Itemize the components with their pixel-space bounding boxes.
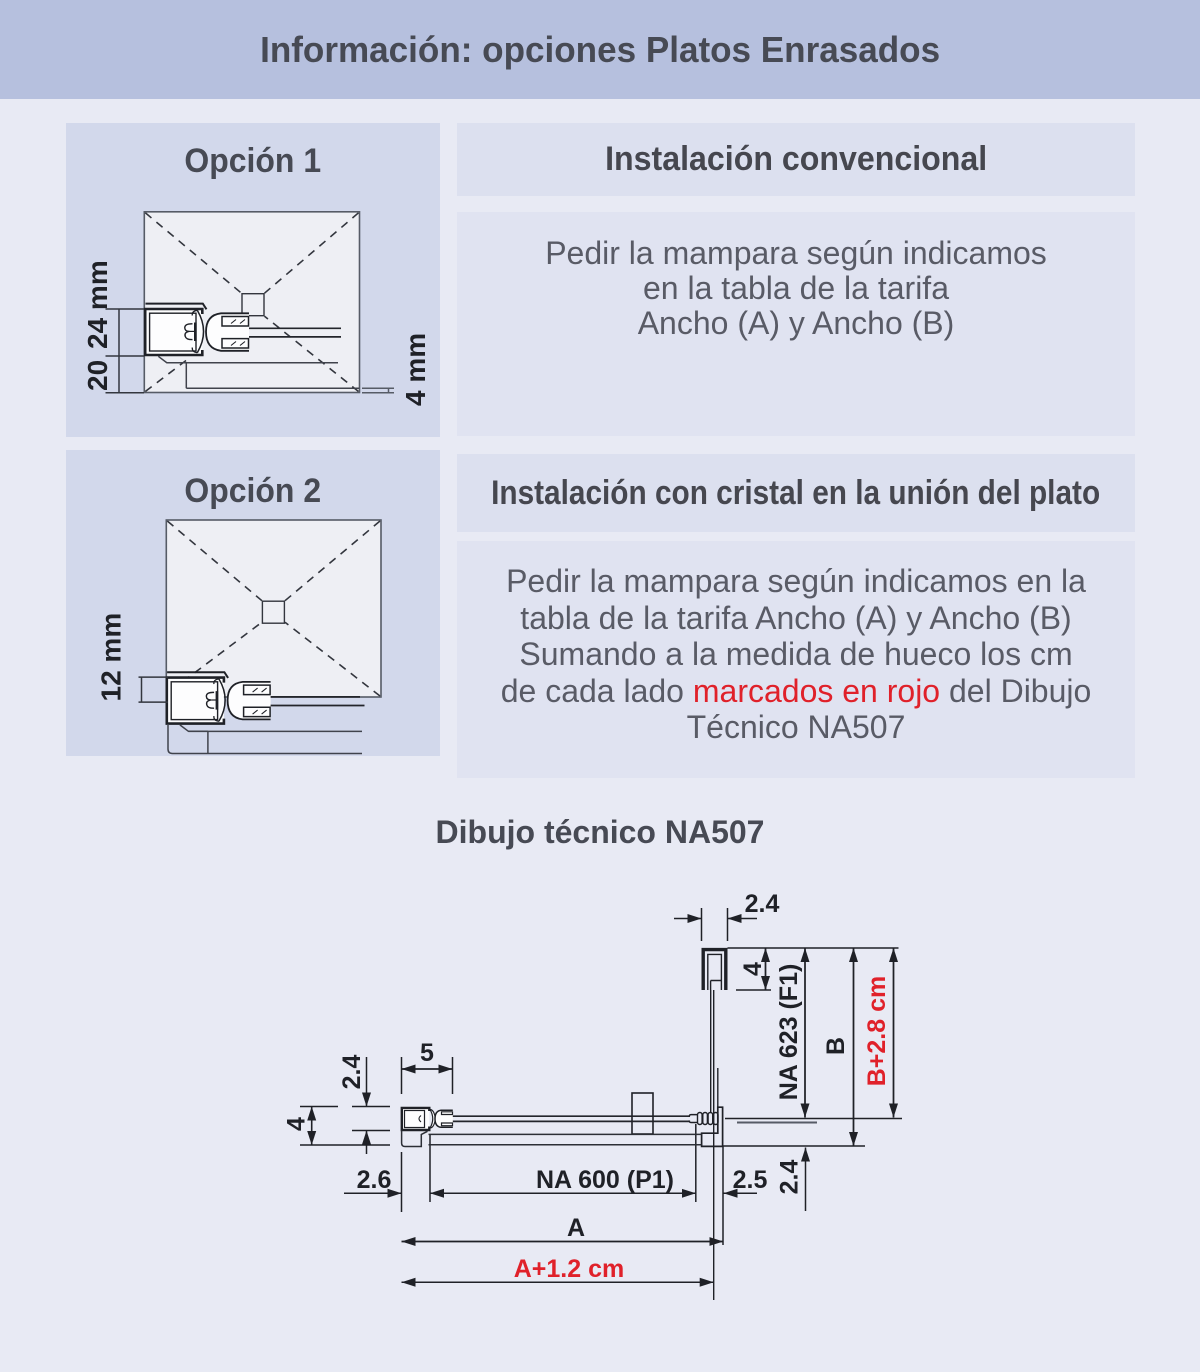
dim-b-plus-2-8: B+2.8 cm: [863, 976, 891, 1087]
section1-header: Instalación convencional: [604, 140, 988, 178]
section2-line4-pre: de cada lado: [500, 672, 693, 709]
option2-drawing: 12 mm: [96, 519, 382, 755]
section2-line1: Pedir la mampara según indicamos en la: [506, 563, 1086, 599]
section1-text: Pedir la mampara según indicamos en la t…: [457, 212, 1135, 341]
dim-24mm: 24 mm: [82, 260, 113, 349]
section2-line3: Sumando a la medida de hueco los cm: [519, 636, 1073, 672]
section1-line2: en la tabla de la tarifa: [643, 270, 949, 306]
page-title: Información: opciones Platos Enrasados: [259, 28, 941, 70]
section2-header-strip: Instalación con cristal en la unión del …: [457, 454, 1135, 532]
dim-12mm: 12 mm: [96, 613, 127, 702]
dim-2-4-left: 2.4: [338, 1055, 366, 1090]
section1-header-strip: Instalación convencional: [457, 123, 1135, 196]
option1-drawing: 24 mm 20 4 mm: [82, 211, 431, 406]
section2-line4: de cada lado marcados en rojo del Dibujo: [457, 673, 1135, 710]
dim-2-5: 2.5: [733, 1166, 768, 1194]
dim-4-left: 4: [283, 1117, 311, 1131]
option2-title-text: Opción 2: [184, 472, 322, 510]
dim-5: 5: [420, 1039, 434, 1067]
dim-na600: NA 600 (P1): [536, 1166, 674, 1194]
dim-2-4-bottom: 2.4: [776, 1160, 804, 1195]
dim-2-4-top: 2.4: [745, 890, 780, 918]
dim-b: B: [822, 1037, 850, 1055]
section2-body-strip: Pedir la mampara según indicamos en la t…: [457, 541, 1135, 778]
tech-drawing-title: Dibujo técnico NA507: [435, 814, 765, 850]
dim-a-plus-1-2: A+1.2 cm: [514, 1255, 625, 1283]
section2-header: Instalación con cristal en la unión del …: [491, 473, 1101, 512]
section1-body-strip: Pedir la mampara según indicamos en la t…: [457, 212, 1135, 436]
section1-line1: Pedir la mampara según indicamos: [545, 235, 1047, 271]
option2-title: Opción 2: [66, 472, 440, 511]
dim-4-right: 4: [739, 962, 767, 976]
option1-title-text: Opción 1: [184, 142, 322, 180]
dim-4mm: 4 mm: [400, 333, 431, 406]
section2-line2: tabla de la tarifa Ancho (A) y Ancho (B): [520, 599, 1072, 636]
section1-line3: Ancho (A) y Ancho (B): [637, 305, 955, 341]
dim-20: 20: [82, 360, 113, 391]
dim-a: A: [567, 1214, 585, 1242]
section2-text: Pedir la mampara según indicamos en la t…: [457, 541, 1135, 746]
title-band: Información: opciones Platos Enrasados: [0, 0, 1200, 99]
dim-na623: NA 623 (F1): [775, 964, 803, 1101]
dim-2-6: 2.6: [357, 1166, 392, 1194]
section2-line5: Técnico NA507: [686, 709, 906, 745]
option1-title: Opción 1: [66, 142, 440, 181]
section2-line4-post: del Dibujo: [940, 672, 1092, 709]
red-note: marcados en rojo: [692, 672, 941, 709]
na507-drawing: 2.4 4 NA 623 (F1) B B+2.8 cm 5 2.4 4 2.6…: [283, 890, 902, 1300]
